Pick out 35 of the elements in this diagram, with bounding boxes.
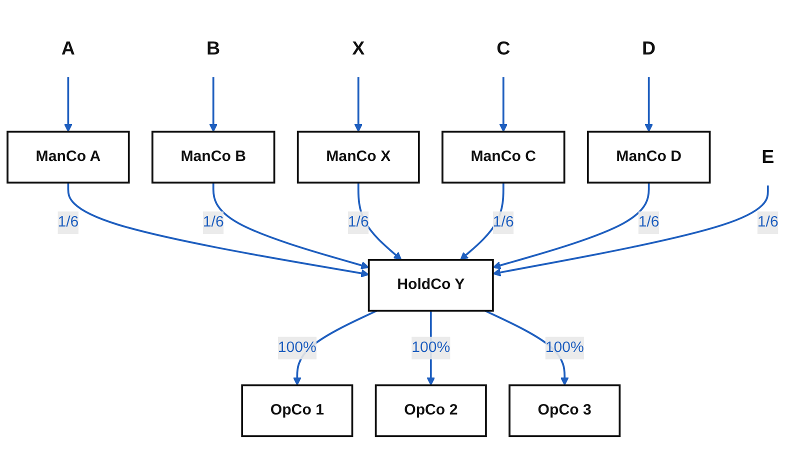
node-box: ManCo A [6, 130, 130, 184]
arrow [357, 182, 402, 260]
arrow [64, 76, 72, 132]
arrow [209, 76, 218, 132]
node-box: HoldCo Y [368, 258, 494, 312]
node-box: ManCo D [586, 130, 711, 184]
node-box: OpCo 2 [374, 384, 487, 437]
edge-label: 100% [278, 339, 316, 356]
node-text: A [61, 38, 76, 59]
node-box: OpCo 1 [241, 384, 354, 437]
node-text: D [642, 38, 656, 59]
edge-label: 1/6 [202, 214, 224, 230]
node-text: B [206, 38, 220, 59]
arrow [499, 76, 508, 132]
arrow [492, 185, 769, 276]
edge-label: 1/6 [348, 214, 369, 230]
node-text: C [496, 38, 510, 59]
node-text: E [762, 146, 774, 168]
edge-label: 1/6 [58, 214, 79, 230]
node-box: ManCo X [296, 130, 420, 184]
edge-label: 1/6 [757, 214, 778, 230]
edge-label: 100% [545, 339, 584, 356]
edge-label: 100% [412, 339, 450, 356]
node-box: ManCo B [151, 130, 276, 184]
edge-label: 1/6 [492, 214, 514, 230]
arrow [212, 182, 370, 270]
node-text: X [352, 38, 365, 59]
edge-label: 1/6 [638, 214, 660, 230]
arrow [492, 182, 650, 270]
node-box: ManCo C [442, 130, 566, 184]
arrow [354, 76, 363, 132]
arrow [67, 182, 370, 278]
node-box: OpCo 3 [508, 384, 621, 437]
arrow [644, 76, 653, 132]
arrow [460, 182, 504, 260]
